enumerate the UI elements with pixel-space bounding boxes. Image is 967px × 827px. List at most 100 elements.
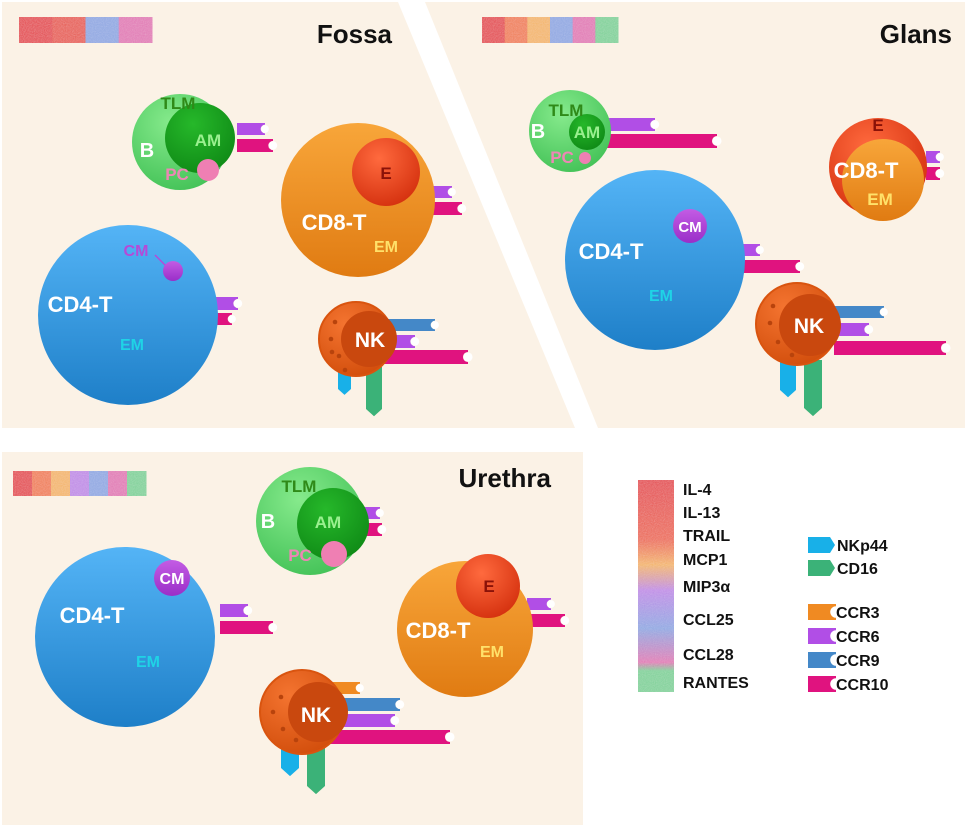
legend-receptor-ccr6: CCR6: [836, 629, 880, 646]
cytokine-segment-il-13: [52, 17, 86, 43]
cytokine-segment-ccl28: [118, 17, 153, 43]
legend-cytokine-4: MIP3α: [683, 579, 730, 596]
cytokine-segment-il-4: [19, 17, 53, 43]
legend-receptor-ccr9: CCR9: [836, 653, 880, 670]
am-label: AM: [574, 123, 600, 142]
legend-marker-swatch-cd16: [808, 560, 835, 576]
receptor-notch: [377, 525, 387, 534]
nk-granule: [770, 303, 776, 309]
receptor-notch: [795, 262, 805, 271]
legend-cytokine-6: CCL28: [683, 647, 734, 664]
receptor-notch: [712, 136, 722, 146]
receptor-ccr6: [237, 123, 269, 135]
receptor-bar: [808, 628, 836, 644]
pc-subset: [579, 152, 591, 164]
cm-subset: [673, 209, 707, 243]
cytokine-segment-trail: [504, 17, 528, 43]
pc-subset: [197, 159, 219, 181]
cytokine-segment-rantes: [127, 471, 147, 496]
em-label: EM: [136, 654, 160, 671]
receptor-bar: [527, 598, 551, 610]
legend-marker-cd16: CD16: [837, 561, 878, 578]
em-label: EM: [649, 288, 673, 305]
am-label: AM: [195, 131, 221, 150]
cytokine-segment-ccl25: [85, 17, 120, 43]
receptor-ccr6: [220, 604, 253, 617]
nk-granule: [270, 709, 276, 715]
cytokine-bar-urethra: [13, 471, 147, 496]
b-cell-label: B: [531, 121, 545, 143]
b-cell-label: B: [261, 511, 275, 533]
receptor-notch: [448, 188, 456, 196]
cd4-t-label: CD4-T: [60, 603, 125, 628]
cytokine-segment-mcp1: [527, 17, 551, 43]
nk-granule: [328, 336, 334, 342]
receptor-notch: [941, 343, 951, 353]
legend-receptor-swatch-ccr10: [808, 676, 842, 692]
pc-label: PC: [288, 546, 312, 565]
panel-title-glans: Glans: [880, 19, 952, 49]
nk-granule: [278, 694, 284, 700]
receptor-ccr10: [605, 134, 722, 148]
em-label: EM: [374, 239, 398, 256]
nk-label: NK: [794, 315, 824, 338]
tlm-label: TLM: [161, 94, 196, 113]
receptor-bar: [926, 167, 940, 180]
legend: IL-4IL-13TRAILMCP1MIP3αCCL25CCL28RANTESN…: [638, 480, 889, 694]
cd8-t-cell-body: [842, 139, 924, 221]
e-label: E: [380, 164, 391, 183]
cm-label: CM: [678, 219, 701, 236]
receptor-ccr10: [237, 139, 278, 152]
cd8-t-cell-body: [281, 123, 435, 277]
receptor-bar: [926, 151, 940, 163]
effector-subset: [352, 138, 420, 206]
receptor-notch: [830, 630, 842, 642]
marker-nkp44: [281, 748, 299, 777]
nk-granule: [329, 349, 335, 355]
cytokine-segment-ccl28: [572, 17, 596, 43]
marker-cd16: [307, 748, 325, 795]
nk-granule: [332, 319, 338, 325]
receptor-notch: [935, 169, 945, 178]
receptor-bar: [237, 123, 265, 135]
pc-subset: [321, 541, 347, 567]
cytokine-segment-ccl25: [550, 17, 574, 43]
receptor-ccr6: [926, 151, 944, 163]
receptor-notch: [547, 600, 555, 608]
legend-cytokine-7: RANTES: [683, 675, 749, 692]
receptor-bar: [605, 118, 655, 131]
nk-granule: [336, 353, 342, 359]
cm-subset: [154, 560, 190, 596]
receptor-notch: [395, 700, 405, 709]
receptor-notch: [756, 246, 764, 254]
am-label: AM: [315, 513, 341, 532]
nk-granule: [293, 737, 299, 743]
receptor-notch: [463, 352, 473, 362]
legend-cytokine-5: CCL25: [683, 612, 734, 629]
cytokine-segment-il-4: [13, 471, 33, 496]
receptor-bar: [220, 604, 248, 617]
receptor-ccr10: [220, 621, 278, 634]
legend-cytokine-0: IL-4: [683, 482, 712, 499]
cytokine-segment-trail: [32, 471, 52, 496]
legend-receptor-swatch-ccr3: [808, 604, 842, 620]
receptor-ccr10: [834, 341, 951, 355]
receptor-notch: [356, 684, 364, 692]
cytokine-segment-mip3a: [70, 471, 90, 496]
receptor-notch: [268, 141, 278, 150]
cytokine-bar-glans: [482, 17, 619, 43]
nk-nucleus: [341, 311, 397, 367]
legend-cytokine-1: IL-13: [683, 505, 720, 522]
receptor-notch: [445, 732, 455, 742]
cytokine-segment-ccl28: [108, 471, 128, 496]
pc-label: PC: [550, 148, 574, 167]
em-label: EM: [120, 337, 144, 354]
nk-granule: [342, 367, 348, 373]
legend-cytokine-3: MCP1: [683, 552, 728, 569]
receptor-notch: [228, 315, 236, 323]
